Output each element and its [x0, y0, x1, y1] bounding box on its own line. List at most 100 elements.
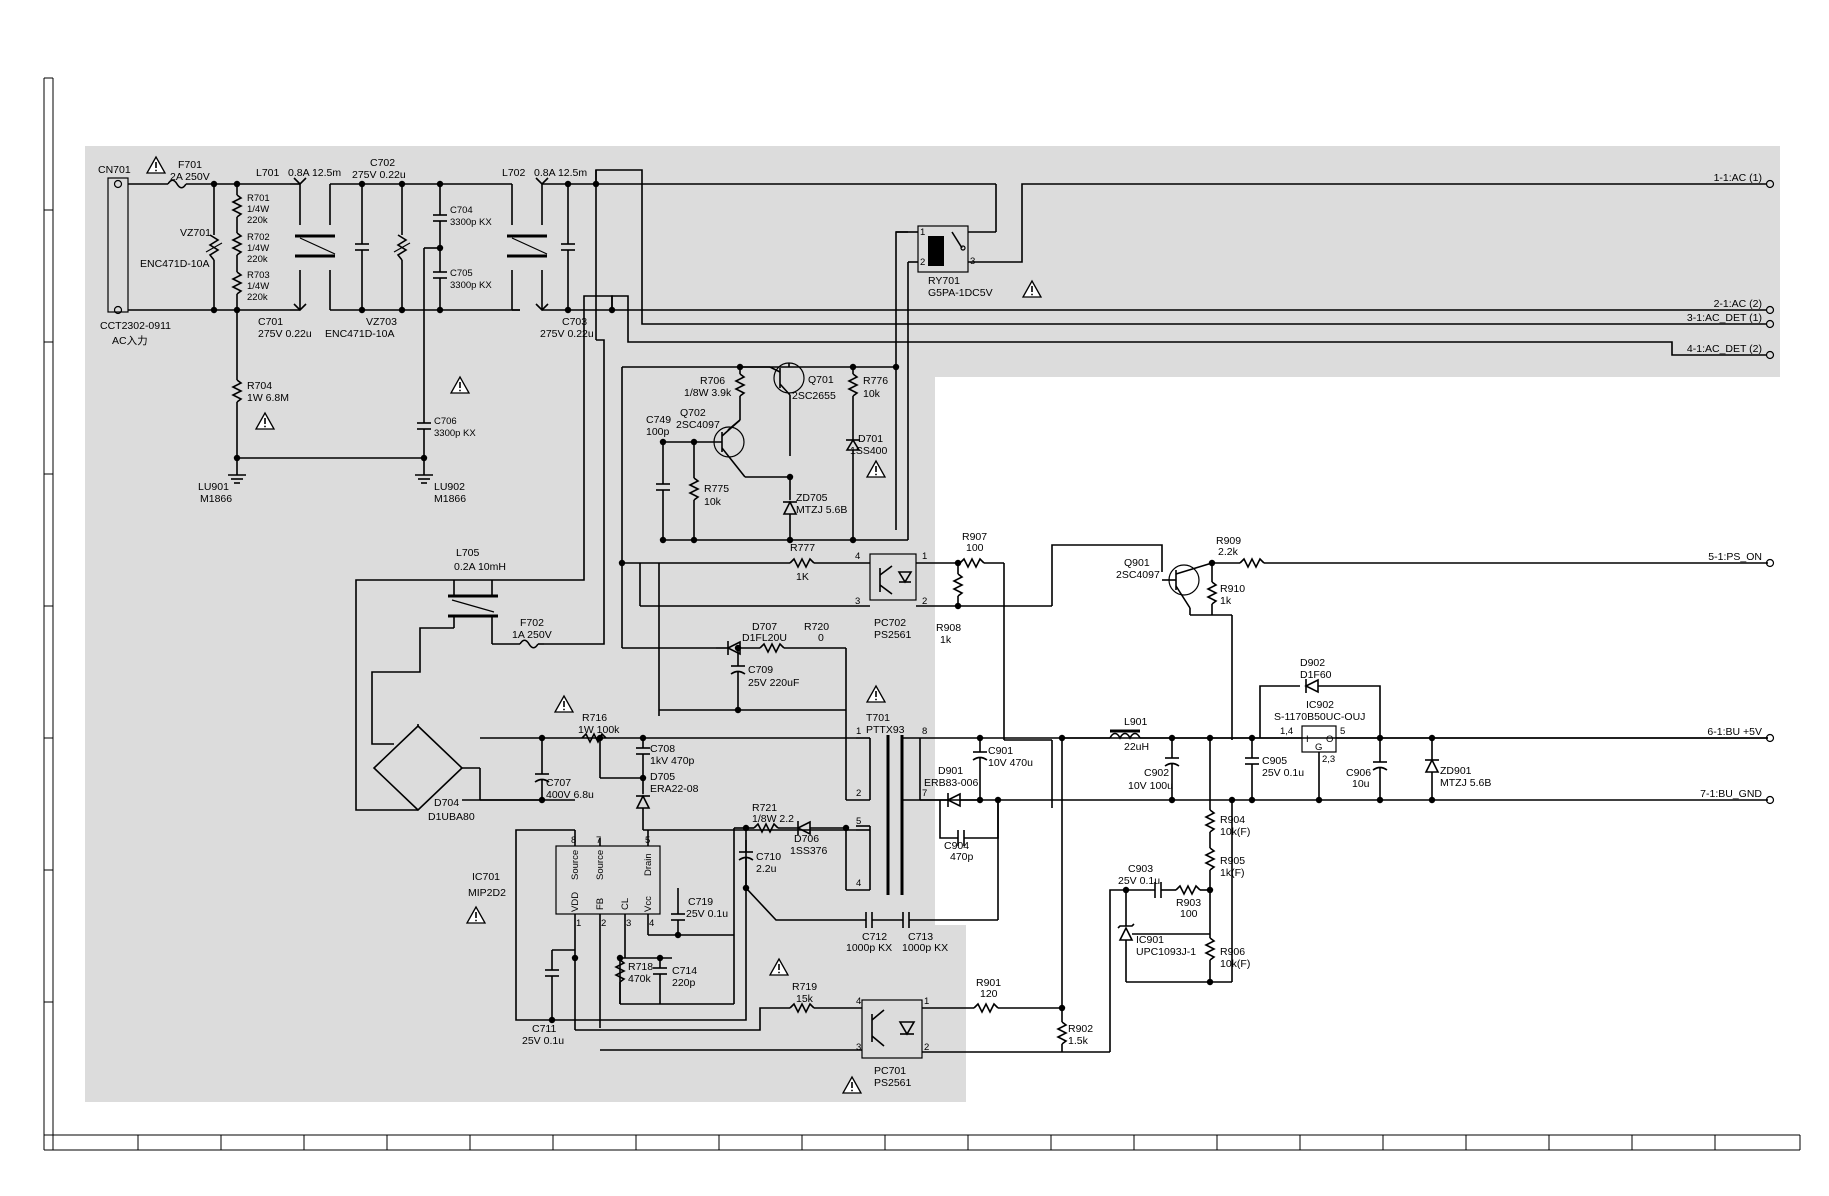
vz701-part: ENC471D-10A	[140, 258, 209, 270]
c906-ref: C906	[1346, 767, 1371, 779]
q701-part: 2SC2655	[792, 390, 836, 402]
c903-ref: C903	[1128, 863, 1153, 875]
f702-value: 1A 250V	[512, 629, 552, 641]
r701-value1: 1/4W	[247, 204, 269, 215]
ic701-pin3: 3	[626, 918, 631, 929]
pc702-pin2: 2	[922, 596, 927, 607]
pc702-part: PS2561	[874, 629, 912, 641]
c904-value: 470p	[950, 851, 974, 863]
d704-ref: D704	[434, 797, 459, 809]
c703-ref: C703	[562, 316, 587, 328]
cn701-part: CCT2302-0911	[100, 320, 171, 332]
c902-value: 10V 100u	[1128, 780, 1173, 792]
wires	[107, 169, 1768, 1059]
pc701-pin2: 2	[924, 1042, 929, 1053]
r702-value2: 220k	[247, 254, 268, 265]
c705-value: 3300p KX	[450, 280, 492, 291]
d705-ref: D705	[650, 771, 675, 783]
ic701-part: MIP2D2	[468, 887, 506, 899]
c905-value: 25V 0.1u	[1262, 767, 1304, 779]
ic701-source1: Source	[570, 850, 581, 880]
r906-ref: R906	[1220, 946, 1245, 958]
r910-ref: R910	[1220, 583, 1245, 595]
c749-ref: C749	[646, 414, 671, 426]
t701-pin5: 5	[856, 816, 861, 827]
ic901-part: UPC1093J-1	[1136, 946, 1196, 958]
zd705-ref: ZD705	[796, 492, 828, 504]
c903-value: 25V 0.1u	[1118, 875, 1160, 887]
c701-value: 275V 0.22u	[258, 328, 312, 340]
r775-ref: R775	[704, 483, 729, 495]
q702-part: 2SC4097	[676, 419, 720, 431]
ry701-pin2: 2	[920, 257, 925, 268]
r716-ref: R716	[582, 712, 607, 724]
ic701-ref: IC701	[472, 871, 500, 883]
r907-ref: R907	[962, 531, 987, 543]
ic701-pin4: 4	[649, 918, 654, 929]
pc702-pin4: 4	[855, 551, 860, 562]
c905-ref: C905	[1262, 755, 1287, 767]
d701-ref: D701	[858, 433, 883, 445]
l901-value: 22uH	[1124, 741, 1149, 753]
q701-ref: Q701	[808, 374, 834, 386]
pc701-pin3: 3	[856, 1042, 861, 1053]
c704-value: 3300p KX	[450, 217, 492, 228]
r704-ref: R704	[247, 380, 272, 392]
r706-ref: R706	[700, 375, 725, 387]
r706-value: 1/8W 3.9k	[684, 387, 732, 399]
net-ac2: 2-1:AC (2)	[1714, 298, 1762, 310]
net-pson: 5-1:PS_ON	[1708, 551, 1762, 563]
d901-part: ERB83-006	[924, 777, 978, 789]
r902-value: 1.5k	[1068, 1035, 1089, 1047]
l705-value: 0.2A 10mH	[454, 561, 506, 573]
pc702-ref: PC702	[874, 617, 906, 629]
cn701-ref: CN701	[98, 164, 131, 176]
r719-ref: R719	[792, 981, 817, 993]
c712-value: 1000p KX	[846, 942, 892, 954]
r908-ref: R908	[936, 622, 961, 634]
l901-ref: L901	[1124, 716, 1148, 728]
f702-ref: F702	[520, 617, 544, 629]
r703-ref: R703	[247, 270, 270, 281]
c701-ref: C701	[258, 316, 283, 328]
ic902-letter-o: O	[1326, 734, 1333, 745]
d704-part: D1UBA80	[428, 811, 475, 823]
ic701-pin1: 1	[576, 918, 581, 929]
output-terminals	[1765, 179, 1775, 805]
f701-ref: F701	[178, 159, 202, 171]
c702-ref: C702	[370, 157, 395, 169]
vz703-ref: VZ703	[366, 316, 397, 328]
ic901-ref: IC901	[1136, 934, 1164, 946]
r903-ref: R903	[1176, 897, 1201, 909]
r904-value: 10k(F)	[1220, 826, 1250, 838]
r909-value: 2.2k	[1218, 546, 1239, 558]
r703-value2: 220k	[247, 292, 268, 303]
c719-ref: C719	[688, 896, 713, 908]
ic902-pin-gnd: 2,3	[1322, 754, 1335, 765]
ic701-source2: Source	[595, 850, 606, 880]
pc701-ref: PC701	[874, 1065, 906, 1077]
r905-value: 1k(F)	[1220, 867, 1245, 879]
c714-value: 220p	[672, 977, 696, 989]
c711-value: 25V 0.1u	[522, 1035, 564, 1047]
ry701-part: G5PA-1DC5V	[928, 287, 993, 299]
ry701-pin3: 3	[970, 256, 975, 267]
pc702-pin1: 1	[922, 551, 927, 562]
r718-value: 470k	[628, 973, 652, 985]
net-acdet1: 3-1:AC_DET (1)	[1687, 312, 1762, 324]
c706-ref: C706	[434, 416, 457, 427]
l701-value: 0.8A 12.5m	[288, 167, 341, 179]
r906-value: 10k(F)	[1220, 958, 1250, 970]
c704-ref: C704	[450, 205, 473, 216]
net-ac1: 1-1:AC (1)	[1714, 172, 1762, 184]
t701-pin2: 2	[856, 788, 861, 799]
r775-value: 10k	[704, 496, 722, 508]
ic902-pin-out: 5	[1340, 726, 1345, 737]
r776-value: 10k	[863, 388, 881, 400]
r903-value: 100	[1180, 908, 1198, 920]
c702-value: 275V 0.22u	[352, 169, 406, 181]
ic902-ref: IC902	[1306, 699, 1334, 711]
ic701-drain: Drain	[643, 853, 654, 876]
pc701-part: PS2561	[874, 1077, 912, 1089]
